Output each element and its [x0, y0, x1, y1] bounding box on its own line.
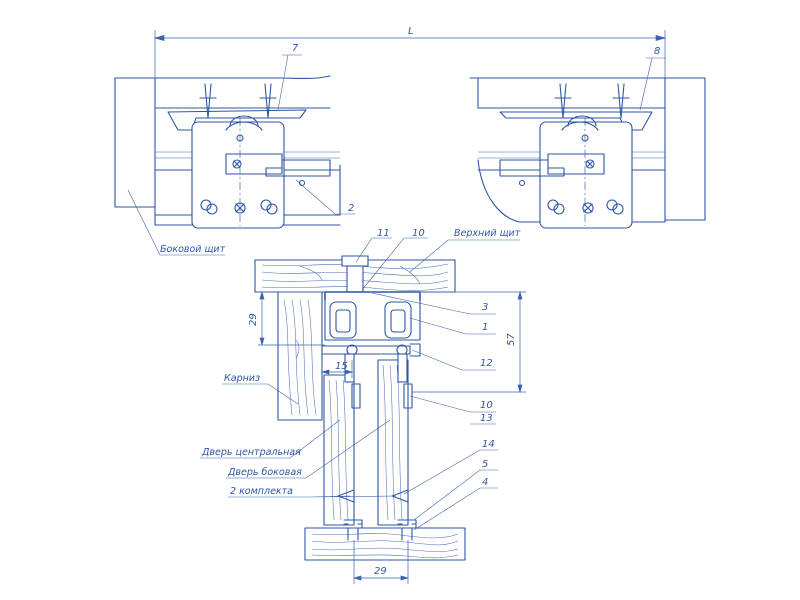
label-cornice: Карниз	[224, 373, 260, 384]
dim-29-left: 29	[248, 313, 259, 326]
callout-3: 3	[482, 302, 488, 313]
callout-13: 13	[480, 413, 493, 424]
label-door-center: Дверь центральная	[201, 447, 301, 458]
dimension-L: L	[153, 26, 667, 108]
callout-12: 12	[480, 358, 493, 369]
callout-10-mid: 10	[480, 400, 493, 411]
section-assembly: 29 57 15 29 11 10 Верхний щит 3 1	[200, 228, 526, 584]
label-door-side: Дверь боковая	[227, 467, 302, 478]
dim-15: 15	[335, 361, 348, 372]
top-left-assembly: 7 2 Боковой щит	[114, 43, 355, 256]
callout-10-top: 10	[412, 228, 425, 239]
dim-29-bottom: 29	[374, 566, 387, 577]
callout-14: 14	[482, 439, 495, 450]
callout-1: 1	[482, 322, 488, 333]
top-right-assembly: 8	[469, 46, 706, 229]
dim-L-text: L	[408, 26, 414, 37]
callout-8: 8	[654, 46, 660, 57]
callout-7: 7	[292, 43, 299, 54]
label-side-panel: Боковой щит	[160, 244, 226, 255]
callout-5: 5	[482, 459, 488, 470]
label-top-panel: Верхний щит	[454, 228, 521, 239]
dim-57: 57	[506, 333, 517, 346]
label-two-sets: 2 комплекта	[230, 486, 293, 497]
callout-4: 4	[482, 477, 488, 488]
callout-11: 11	[377, 228, 390, 239]
callout-2: 2	[348, 203, 354, 214]
